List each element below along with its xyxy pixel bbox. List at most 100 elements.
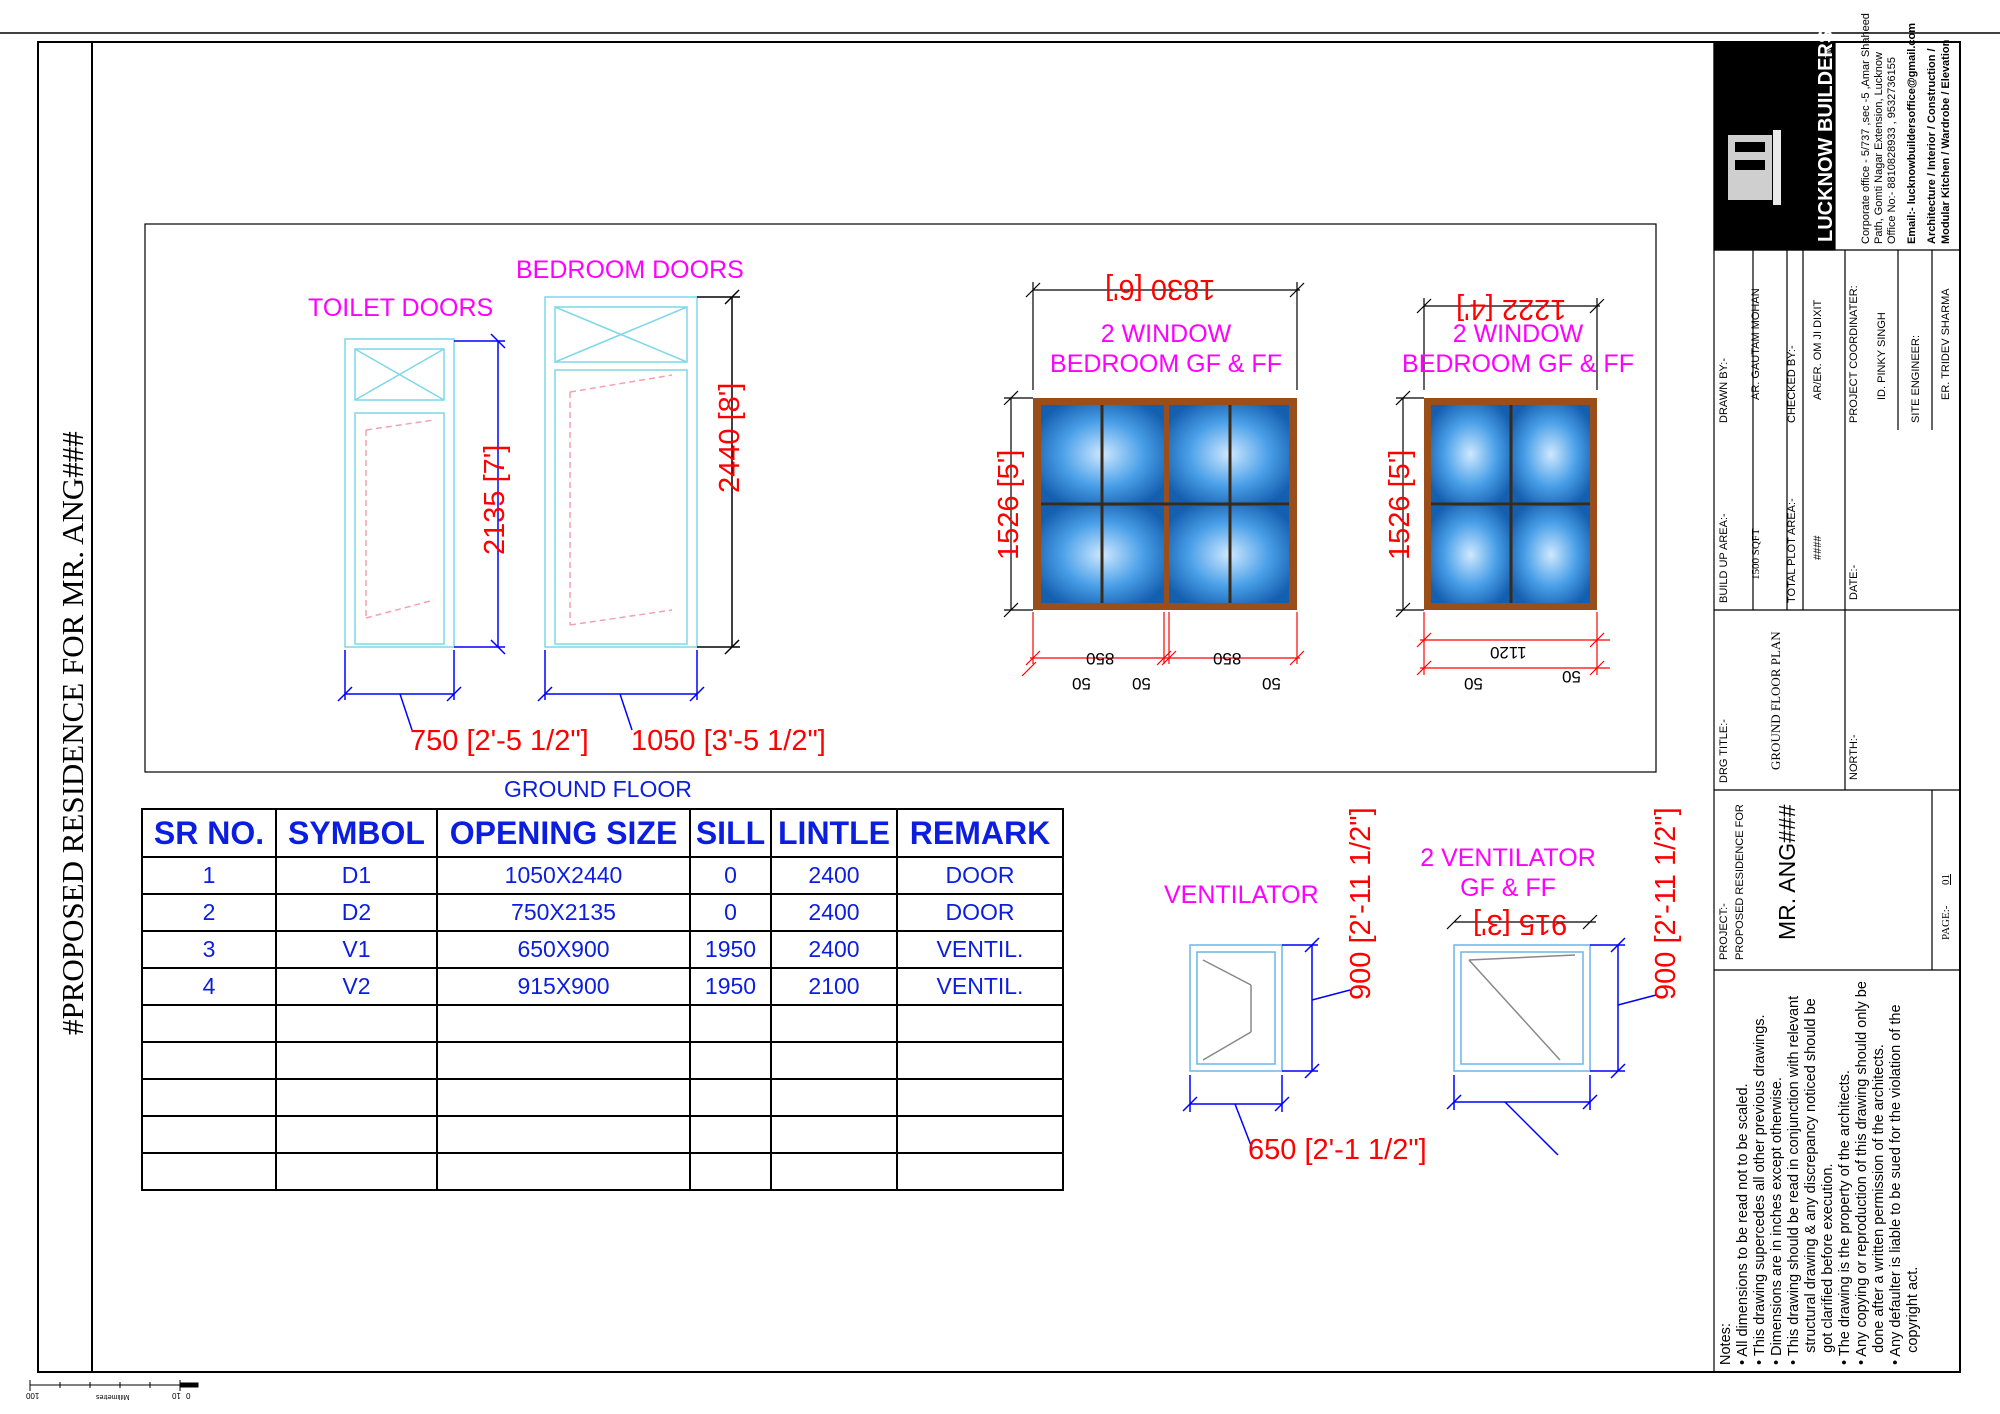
schedule-cell [436, 1115, 691, 1154]
plot-area: #### [1812, 535, 1824, 560]
north-label: NORTH:- [1848, 734, 1860, 780]
door-dimensions [337, 333, 705, 731]
plot-area-label: TOTAL PLOT AREA:- [1786, 498, 1798, 603]
note-line: • Any copying or reproduction of this dr… [1854, 981, 1870, 1365]
schedule-cell: 2100 [770, 967, 898, 1006]
schedule-cell [275, 1152, 438, 1191]
window-1-sub-width-a: 850 [1086, 649, 1115, 668]
schedule-header-cell: OPENING SIZE [436, 808, 691, 858]
window-2-sub-width: 1120 [1490, 643, 1527, 662]
schedule-cell: D2 [275, 893, 438, 932]
window-1-gap-b: 50 [1132, 674, 1151, 693]
ventilator-height: 900 [2'-11 1/2"] [1345, 807, 1377, 1000]
schedule-cell: 0 [689, 856, 772, 895]
schedule-cell [275, 1115, 438, 1154]
site-engineer-label: SITE ENGINEER: [1910, 334, 1922, 423]
schedule-cell [770, 1078, 898, 1117]
bedroom-door-width: 1050 [3'-5 1/2"] [631, 725, 826, 757]
schedule-cell: D1 [275, 856, 438, 895]
schedule-cell [770, 1152, 898, 1191]
project-client: MR. ANG### [1774, 804, 1800, 941]
schedule-cell: 2400 [770, 856, 898, 895]
ventilator-elevation [1189, 944, 1283, 1072]
schedule-cell: 1050X2440 [436, 856, 691, 895]
schedule-cell [896, 1115, 1064, 1154]
window-2-elevation [1424, 398, 1597, 610]
company-address-1: Corporate office - 5/737 ,sec -5 ,Amar S… [1860, 13, 1872, 244]
schedule-cell [770, 1115, 898, 1154]
page-label: PAGE:- [1940, 905, 1952, 940]
schedule-header-cell: SILL [689, 808, 772, 858]
schedule-cell [689, 1078, 772, 1117]
drawn-by-label: DRAWN BY:- [1718, 358, 1730, 423]
notes-title: Notes: [1718, 1323, 1734, 1365]
toilet-door-width: 750 [2'-5 1/2"] [410, 725, 589, 757]
toilet-door-elevation [344, 338, 455, 648]
note-line: copyright act. [1905, 1266, 1921, 1365]
checked-by-label: CHECKED BY:- [1786, 345, 1798, 423]
schedule-cell [141, 1115, 277, 1154]
schedule-cell [141, 1004, 277, 1043]
schedule-cell [896, 1041, 1064, 1080]
window-1-height: 1526 [5'] [993, 449, 1025, 560]
note-line: • This drawing should be read in conjunc… [1786, 995, 1802, 1365]
schedule-cell: 2400 [770, 930, 898, 969]
company-tagline: Building a Legacy of Excellence [1836, 74, 1846, 242]
window-1-width: 1830 [6'] [1105, 273, 1216, 305]
site-engineer: ER. TRIDEV SHARMA [1940, 288, 1952, 400]
company-logo-mark [1728, 130, 1781, 205]
window-1-gap-a: 50 [1072, 674, 1091, 693]
company-trademark: TM [1824, 46, 1833, 58]
ventilator-width: 650 [2'-1 1/2"] [1248, 1134, 1427, 1166]
company-email: Email:- lucknowbuildersoffice@gmail.com [1906, 23, 1918, 244]
build-up-area-label: BUILD UP AREA:- [1718, 513, 1730, 603]
window-1-gap-c: 50 [1262, 674, 1281, 693]
schedule-header-cell: SR NO. [141, 808, 277, 858]
company-office-phone: Office No:- 8810828933 , 9532736155 [1886, 57, 1898, 244]
schedule-cell: DOOR [896, 856, 1064, 895]
schedule-cell: VENTIL. [896, 967, 1064, 1006]
window-1-elevation [1033, 398, 1297, 610]
drg-title-label: DRG TITLE:- [1718, 719, 1730, 783]
checked-by: AR/ER. OM JI DIXIT [1812, 299, 1824, 400]
schedule-header-cell: REMARK [896, 808, 1064, 858]
coordinator: ID. PINKY SINGH [1876, 312, 1888, 400]
schedule-cell [689, 1004, 772, 1043]
schedule-cell [436, 1004, 691, 1043]
schedule-cell [896, 1152, 1064, 1191]
schedule-cell [770, 1004, 898, 1043]
note-line: got clarified before execution. [1820, 1163, 1836, 1365]
company-services-1: Architecture / Interior / Construction / [1926, 48, 1938, 244]
page-number: 01 [1940, 874, 1952, 885]
schedule-cell: 0 [689, 893, 772, 932]
project-line-1: PROPOSED RESIDENCE FOR [1734, 804, 1746, 960]
window-1-label: 2 WINDOW BEDROOM GF & FF [1050, 320, 1282, 378]
schedule-cell [689, 1041, 772, 1080]
ventilator-2-label: 2 VENTILATOR GF & FF [1420, 844, 1596, 902]
drawing-panel [144, 223, 1657, 773]
side-project-title: #PROPOSED RESIDENCE FOR MR. ANG### [55, 431, 90, 1035]
schedule-row [141, 1041, 1064, 1080]
schedule-cell [436, 1041, 691, 1080]
schedule-cell [689, 1115, 772, 1154]
scale-mark-0: 0 [186, 1391, 191, 1400]
note-line: • All dimensions to be read not to be sc… [1735, 1083, 1751, 1365]
schedule-cell [275, 1041, 438, 1080]
date-label: DATE:- [1848, 564, 1860, 600]
schedule-title: GROUND FLOOR [504, 776, 692, 802]
schedule-cell [141, 1041, 277, 1080]
note-line: • Any defaulter is liable to be sued for… [1888, 1004, 1904, 1365]
schedule-cell [896, 1004, 1064, 1043]
schedule-cell: DOOR [896, 893, 1064, 932]
schedule-cell [141, 1078, 277, 1117]
schedule-cell [141, 1152, 277, 1191]
company-name: LUCKNOW BUILDERS [1815, 29, 1837, 242]
project-label: PROJECT:- [1718, 903, 1730, 960]
note-line: structural drawing & any discrepancy not… [1803, 998, 1819, 1365]
schedule-cell: 915X900 [436, 967, 691, 1006]
